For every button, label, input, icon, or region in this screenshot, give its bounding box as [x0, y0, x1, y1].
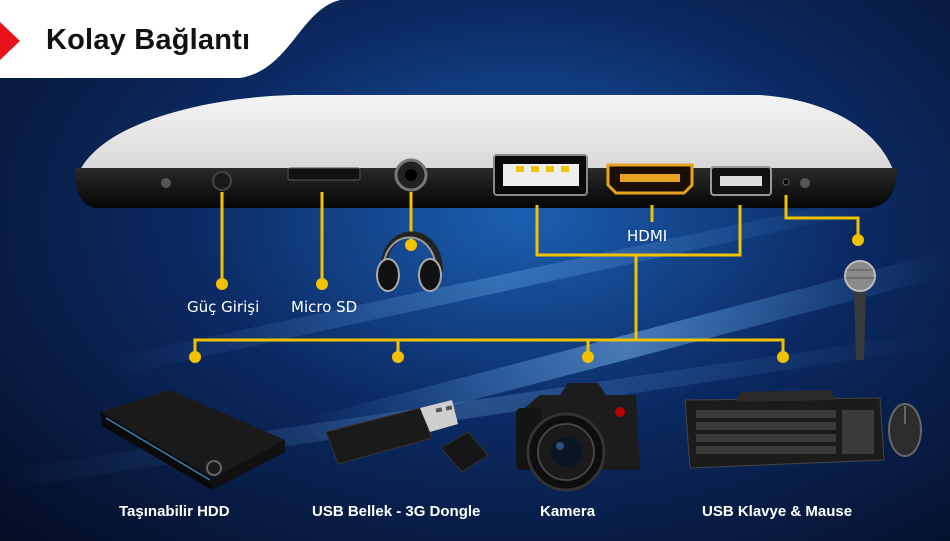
camera-label: Kamera: [540, 503, 596, 520]
usb-dongle-label: USB Bellek - 3G Dongle: [312, 503, 481, 520]
screw-left-icon: [161, 178, 171, 188]
power-jack-port: [212, 171, 232, 191]
power-input-label: Güç Girişi: [187, 298, 260, 316]
screw-right-icon: [800, 178, 810, 188]
tablet-side-edge: [75, 168, 897, 208]
usb-dongle-icon: [440, 431, 489, 473]
usb-stick-icon: [325, 400, 458, 465]
mic-hole-port: [782, 178, 790, 186]
page-title: Kolay Bağlantı: [46, 24, 251, 56]
microsd-slot-port: [287, 167, 361, 181]
connector-lines: [193, 192, 860, 356]
title-banner: Kolay Bağlantı: [0, 0, 340, 78]
camera-icon: [516, 383, 640, 492]
headphones-icon: [376, 231, 443, 292]
hdmi-label: HDMI: [627, 227, 668, 245]
red-arrow-icon: [0, 22, 20, 60]
connector-dots: [189, 234, 864, 363]
keyboard-icon: [684, 390, 885, 469]
microsd-label: Micro SD: [291, 298, 358, 316]
keyboard-mouse-label: USB Klavye & Mause: [702, 503, 853, 520]
microphone-icon: [844, 260, 876, 360]
external-hdd-icon: [100, 390, 285, 490]
mouse-icon: [888, 403, 922, 457]
hdd-label: Taşınabilir HDD: [119, 503, 230, 520]
tablet-top-surface: [80, 95, 895, 175]
